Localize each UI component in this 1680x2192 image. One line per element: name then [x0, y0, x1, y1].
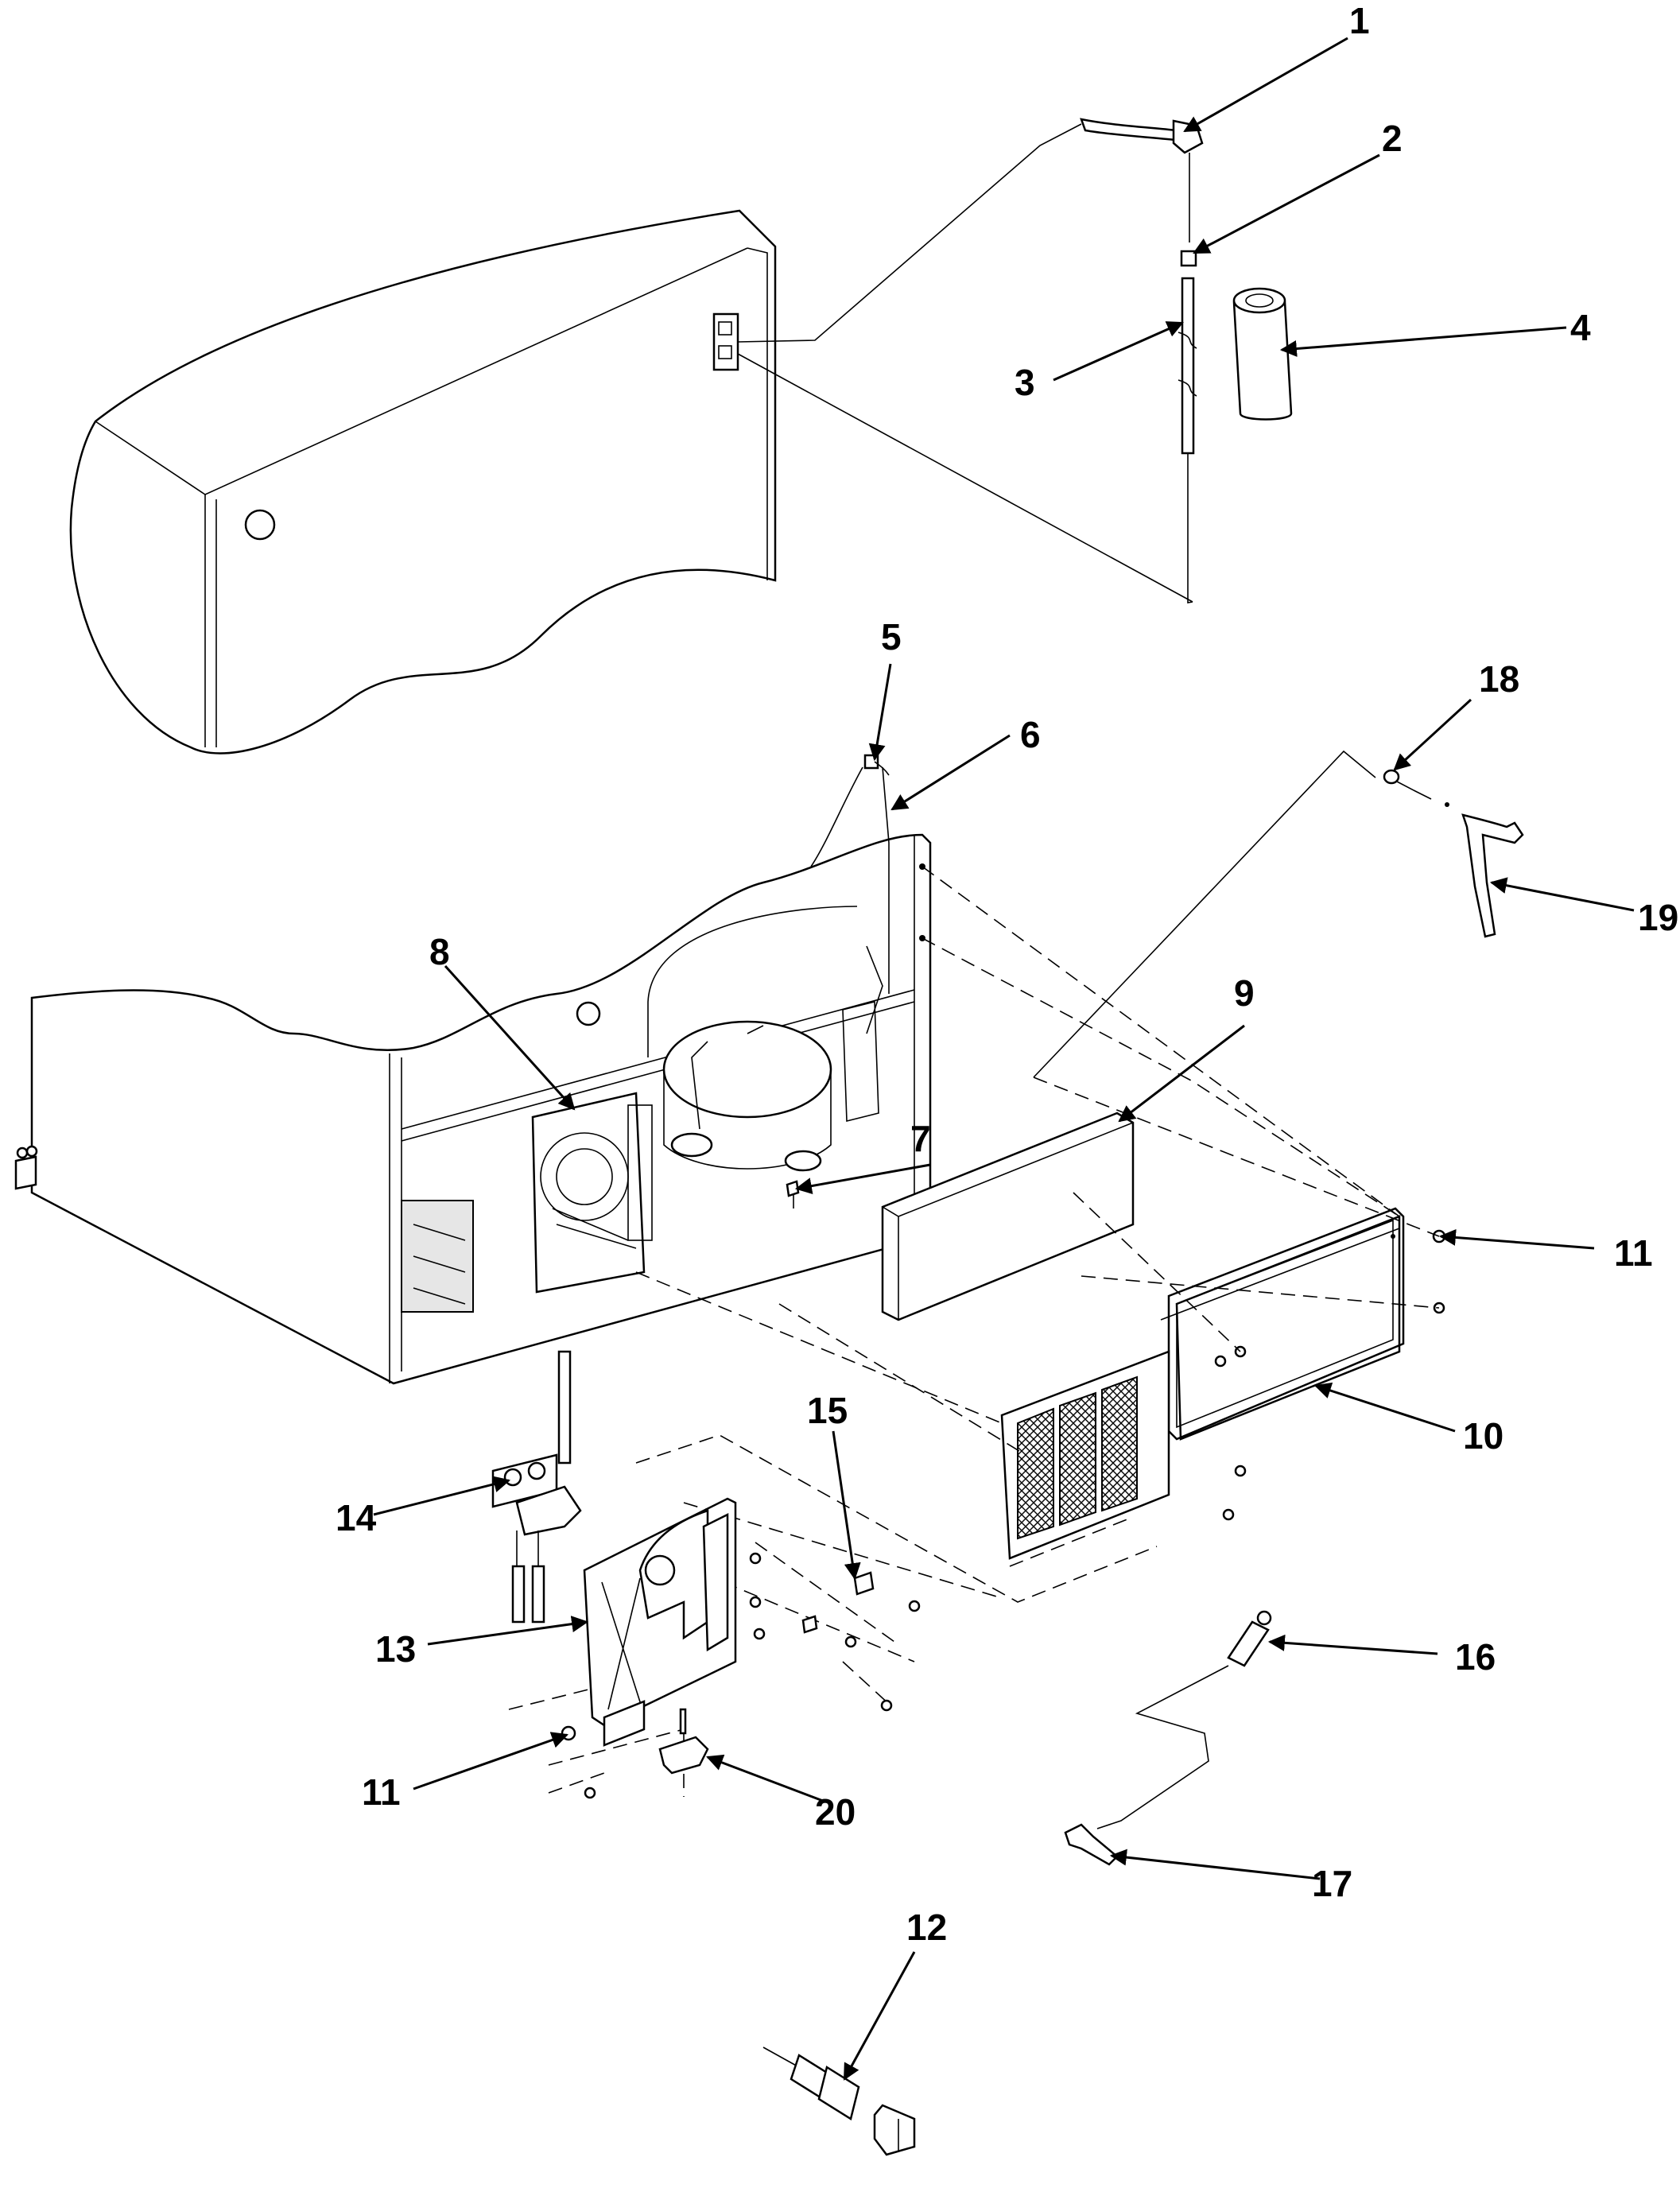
part-1-water-fitting [1080, 118, 1204, 242]
callout-13: 13 [375, 1628, 416, 1670]
callout-10: 10 [1463, 1415, 1503, 1457]
callout-16: 16 [1455, 1636, 1496, 1678]
callout-9: 9 [1234, 972, 1255, 1014]
callout-5: 5 [881, 616, 902, 658]
part-20-clip [658, 1708, 709, 1775]
callout-17: 17 [1312, 1863, 1352, 1904]
part-6-water-tube [647, 761, 890, 1057]
callout-20: 20 [815, 1791, 856, 1833]
part-12-compression-fitting [762, 2047, 916, 2156]
part-4-insulation-sleeve [1232, 287, 1293, 421]
part-3-water-tube [1178, 277, 1197, 603]
front-backing-panel [1160, 1215, 1401, 1441]
callout-3: 3 [1015, 362, 1035, 403]
part-15-clip [749, 1552, 921, 1712]
callout-8: 8 [429, 931, 450, 972]
leader-lines [373, 37, 1635, 2081]
upper-cabinet [69, 123, 1193, 755]
callout-12: 12 [906, 1907, 947, 1948]
part-18-ferrule [1383, 769, 1449, 807]
callout-15: 15 [807, 1390, 848, 1431]
part-2-ferrule [1180, 250, 1197, 267]
toe-grille [1000, 1350, 1170, 1560]
callout-11-right: 11 [1614, 1232, 1653, 1274]
callout-19: 19 [1638, 897, 1678, 938]
lower-cabinet [14, 833, 932, 1385]
part-19-hose [1461, 813, 1524, 938]
callout-2: 2 [1382, 118, 1403, 159]
callout-11-left: 11 [362, 1771, 401, 1813]
callout-6: 6 [1020, 714, 1041, 755]
callout-18: 18 [1479, 658, 1519, 700]
callout-1: 1 [1349, 0, 1370, 41]
part-10-access-panel [1167, 1207, 1405, 1441]
callout-4: 4 [1570, 307, 1591, 348]
part-14-water-valve [491, 1350, 582, 1624]
callout-labels: 1 2 3 4 5 6 7 8 9 10 11 11 12 13 14 15 1… [336, 0, 1678, 1948]
part-9-insulation-pad [881, 1112, 1135, 1321]
callout-7: 7 [910, 1118, 931, 1159]
callout-14: 14 [336, 1497, 377, 1538]
part-17-drain-fitting [1064, 1823, 1119, 1866]
part-16-drain-tube [1096, 1610, 1272, 1829]
part-13-mounting-bracket [583, 1497, 737, 1747]
